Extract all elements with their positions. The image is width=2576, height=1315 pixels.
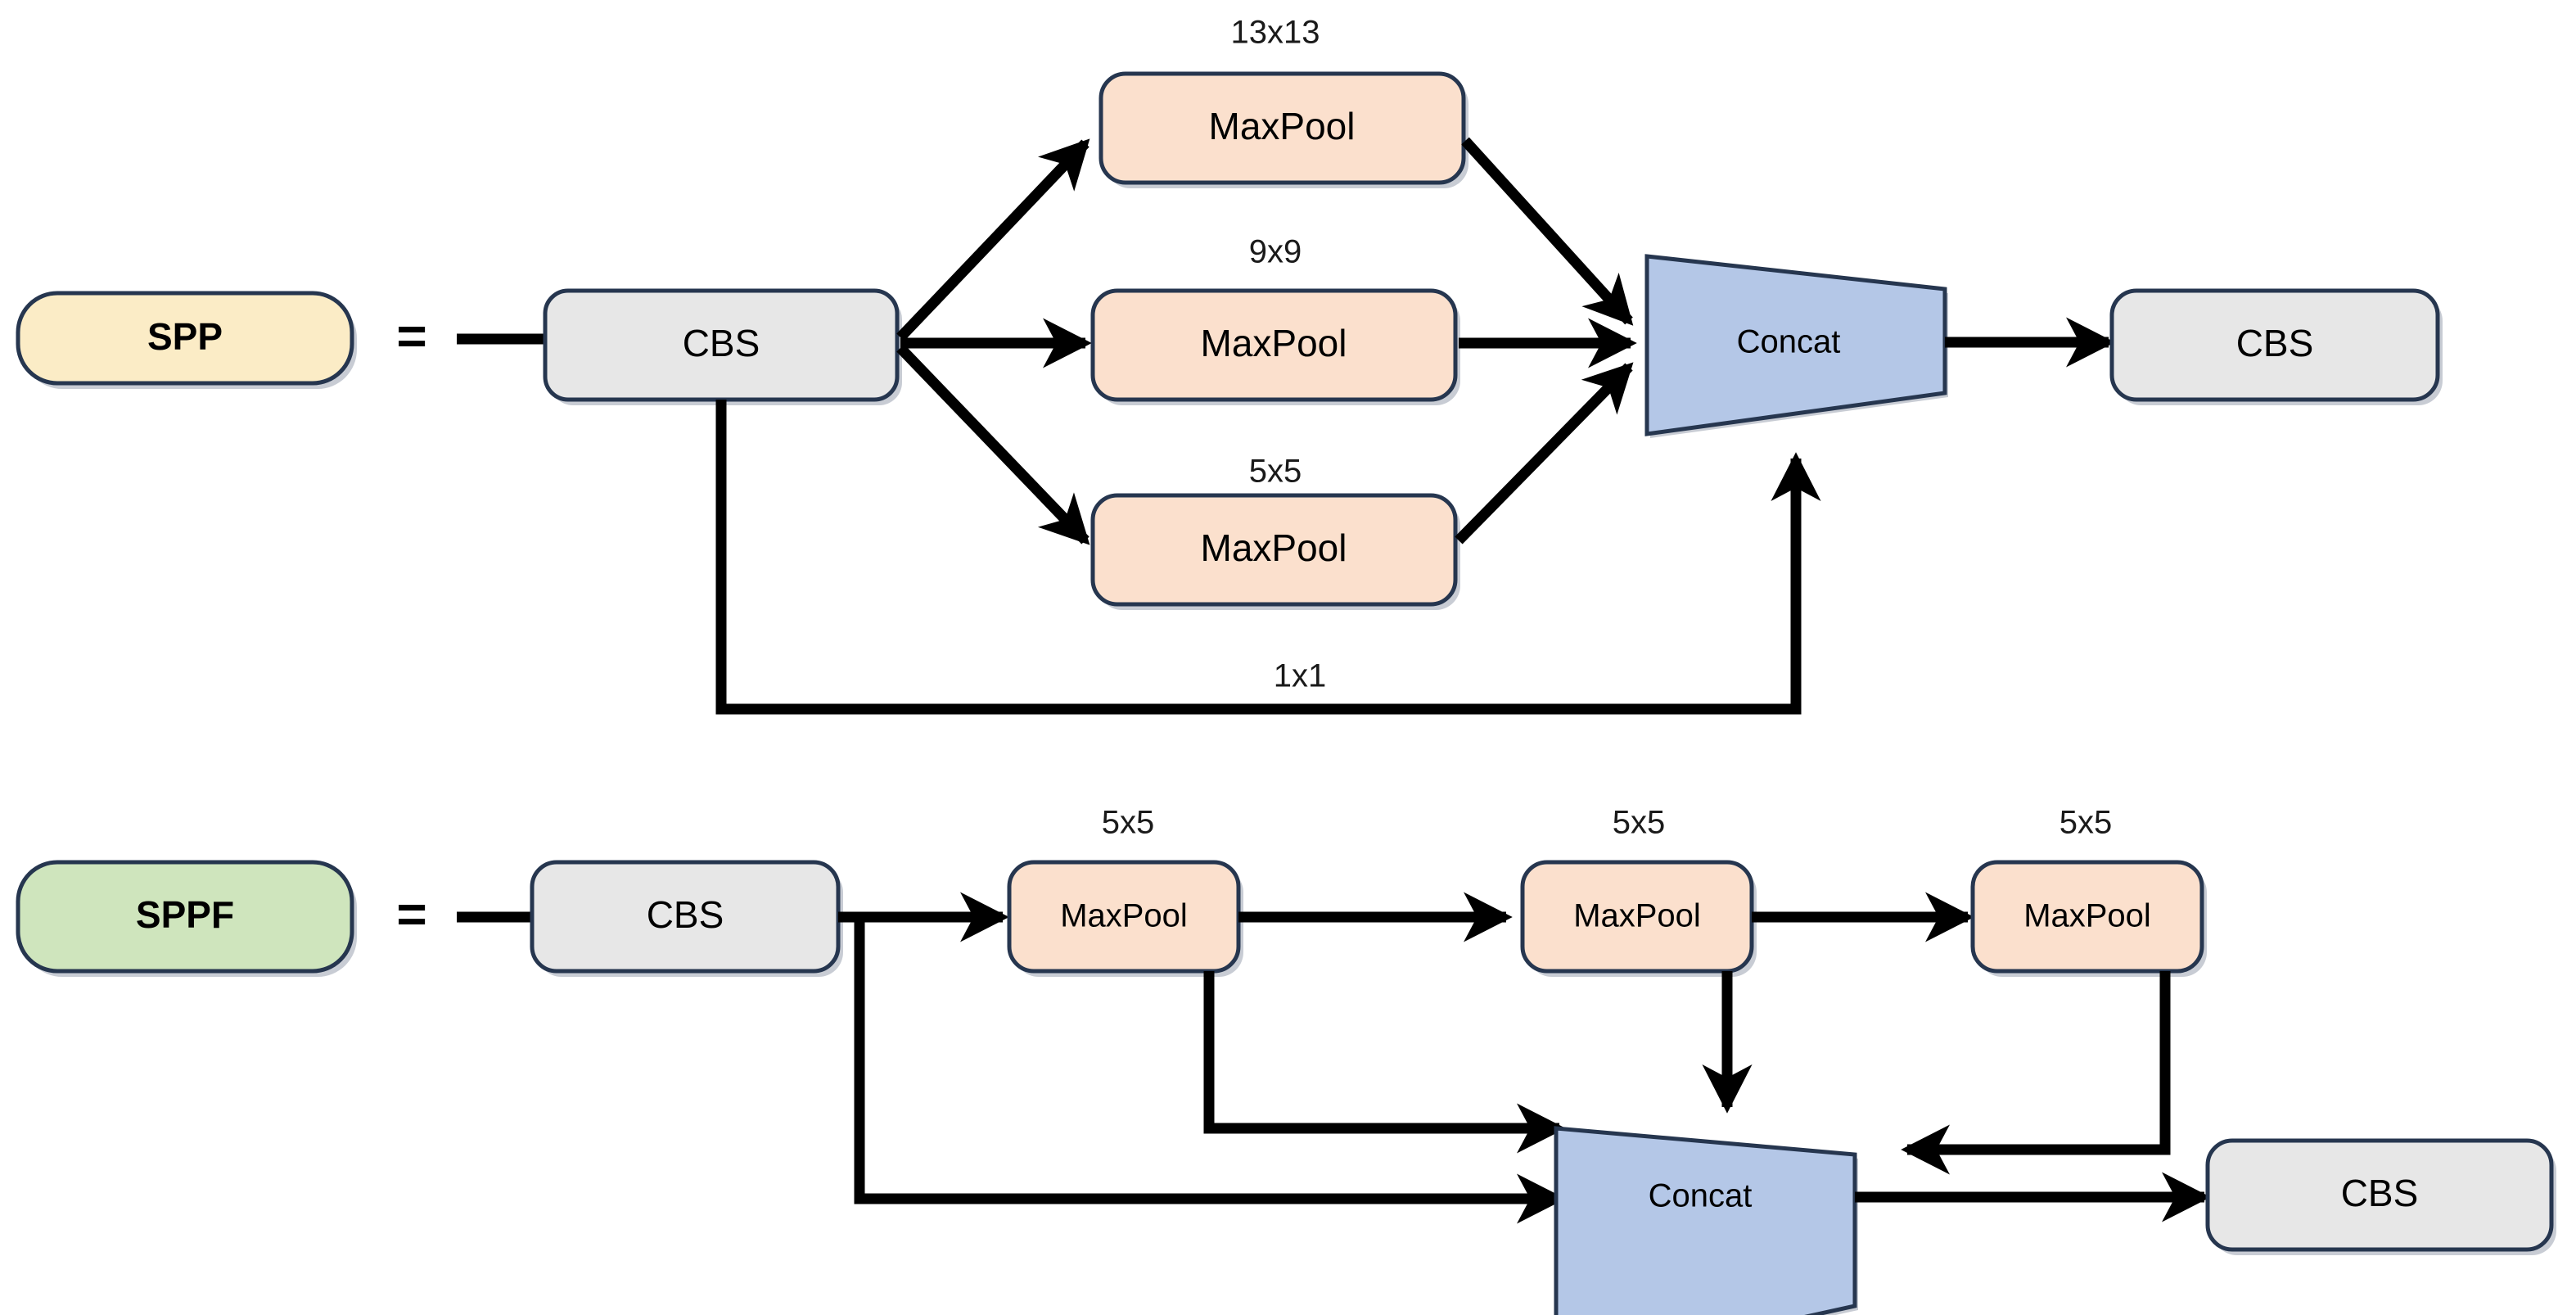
sppf-concat-shape bbox=[1554, 1126, 1857, 1315]
spp-badge-label: SPP bbox=[147, 315, 223, 358]
spp-equals-sign: = bbox=[396, 306, 426, 365]
sppf-concat: Concat bbox=[1554, 1126, 1858, 1315]
sppf-kernel-label-2: 5x5 bbox=[1613, 805, 1666, 841]
spp-concat-shape bbox=[1644, 254, 1947, 436]
spp-edge-cbs-to-pool13 bbox=[896, 138, 1090, 341]
spp-concat: Concat bbox=[1644, 254, 1948, 438]
spp-input-cbs: CBS bbox=[543, 288, 902, 405]
spp-maxpool-9: MaxPool bbox=[1090, 288, 1460, 405]
sppf-legend-box: SPPF bbox=[16, 860, 357, 977]
spp-maxpool-5-label: MaxPool bbox=[1201, 526, 1347, 569]
sppf-edge-pool3-to-concat bbox=[1901, 971, 2171, 1175]
spp-badge bbox=[16, 291, 354, 386]
sppf-output-cbs-label: CBS bbox=[2341, 1172, 2419, 1214]
spp-edge-pool5-to-concat bbox=[1455, 362, 1634, 545]
sppf-input-cbs: CBS bbox=[530, 860, 843, 977]
sppf-maxpool-3-label: MaxPool bbox=[2023, 898, 2151, 934]
sppf-maxpool-1: MaxPool bbox=[1007, 860, 1243, 977]
sppf-kernel-label-3: 5x5 bbox=[2059, 805, 2113, 841]
spp-kernel-label-1x1: 1x1 bbox=[1274, 658, 1327, 694]
sppf-maxpool-3: MaxPool bbox=[1970, 860, 2207, 977]
sppf-maxpool-1-label: MaxPool bbox=[1060, 898, 1188, 934]
spp-maxpool-5: MaxPool bbox=[1090, 493, 1460, 610]
sppf-maxpool-2: MaxPool bbox=[1520, 860, 1757, 977]
spp-output-cbs-label: CBS bbox=[2236, 322, 2314, 364]
sppf-kernel-label-1: 5x5 bbox=[1102, 805, 1155, 841]
sppf-badge bbox=[16, 860, 354, 974]
spp-edge-cbs-to-pool5 bbox=[896, 344, 1090, 545]
spp-kernel-label-9: 9x9 bbox=[1249, 234, 1302, 270]
sppf-equals-sign: = bbox=[396, 884, 426, 943]
sppf-input-cbs-label: CBS bbox=[647, 893, 724, 936]
sppf-badge-label: SPPF bbox=[136, 893, 234, 936]
spp-edge-pool13-to-concat bbox=[1461, 137, 1634, 326]
sppf-concat-label: Concat bbox=[1649, 1178, 1753, 1214]
spp-output-cbs: CBS bbox=[2109, 288, 2443, 405]
sppf-maxpool-2-label: MaxPool bbox=[1573, 898, 1701, 934]
spp-kernel-label-5: 5x5 bbox=[1249, 454, 1302, 490]
spp-maxpool-13: MaxPool bbox=[1099, 71, 1468, 188]
spp-input-cbs-label: CBS bbox=[683, 322, 760, 364]
spp-concat-label: Concat bbox=[1737, 324, 1841, 360]
sppf-edge-cbs-skip-to-concat bbox=[854, 917, 1566, 1224]
spp-kernel-label-13: 13x13 bbox=[1231, 15, 1320, 51]
spp-maxpool-13-label: MaxPool bbox=[1209, 105, 1356, 147]
sppf-output-cbs: CBS bbox=[2205, 1138, 2556, 1255]
spp-legend-box: SPP bbox=[16, 291, 357, 389]
spp-maxpool-9-label: MaxPool bbox=[1201, 322, 1347, 364]
sppf-edge-pool1-to-concat bbox=[1203, 971, 1566, 1154]
spp-edge-identity-skip bbox=[715, 400, 1821, 715]
